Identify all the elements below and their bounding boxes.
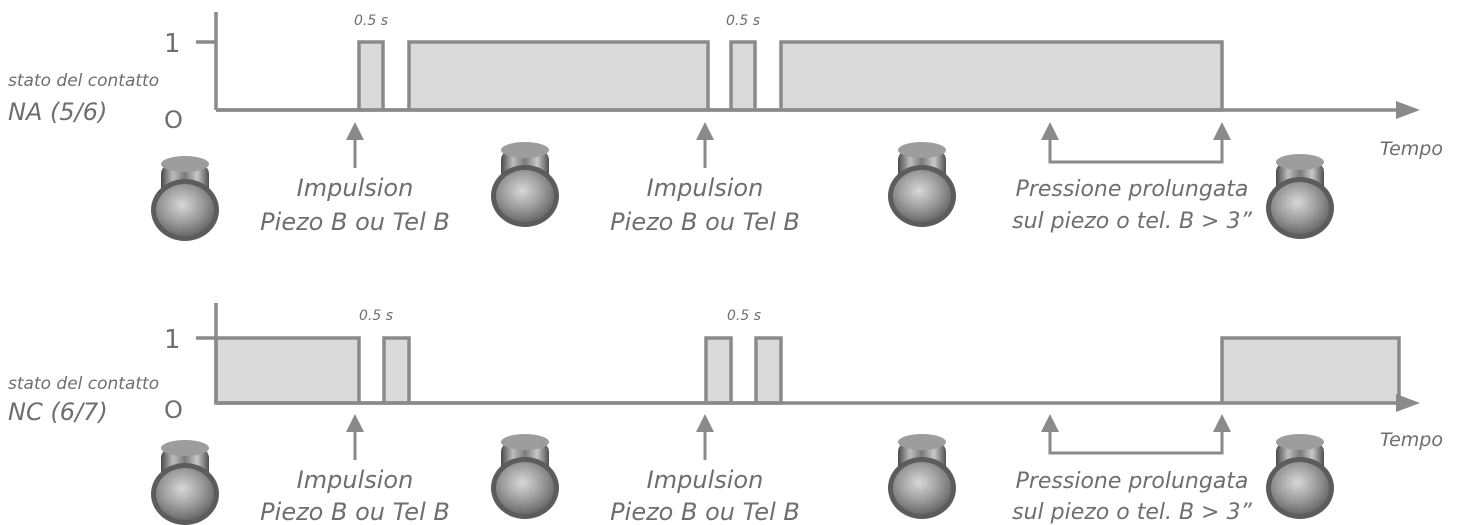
- panel-na: 1 O stato del contatto NA (5/6) Tempo 0.…: [8, 12, 1443, 241]
- piezo-button-icon: [491, 142, 559, 227]
- na-event-2-line2: Piezo B ou Tel B: [610, 208, 800, 236]
- nc-event-arrow-1: [346, 414, 364, 460]
- piezo-button-icon: [151, 156, 219, 241]
- na-event-arrow-1: [346, 122, 364, 168]
- piezo-button-icon: [888, 434, 956, 519]
- na-time-arrow-icon: [1396, 101, 1420, 119]
- na-axis-label-2: NA (5/6): [8, 98, 107, 126]
- na-waveform: [216, 40, 1224, 112]
- nc-axis-label-1: stato del contatto: [8, 374, 159, 394]
- nc-event-3-line2: sul piezo o tel. B > 3”: [1012, 500, 1252, 525]
- na-level-one: 1: [164, 29, 181, 59]
- piezo-button-icon: [151, 440, 219, 525]
- nc-duration-2: 0.5 s: [727, 308, 761, 324]
- piezo-button-icon: [888, 142, 956, 227]
- nc-waveform-final: [1220, 336, 1401, 403]
- nc-event-1-line2: Piezo B ou Tel B: [260, 498, 450, 525]
- nc-event-2-line1: Impulsion: [647, 466, 764, 494]
- nc-long-press-bracket: [1041, 414, 1231, 455]
- na-event-3-line1: Pressione prolungata: [1016, 177, 1249, 202]
- piezo-button-icon: [491, 434, 559, 519]
- piezo-button-icon: [1266, 154, 1334, 239]
- na-level-zero: O: [164, 106, 183, 134]
- nc-waveform: [214, 336, 783, 405]
- na-event-arrow-2: [696, 122, 714, 168]
- na-duration-2: 0.5 s: [726, 13, 760, 29]
- nc-level-one: 1: [164, 325, 181, 355]
- na-time-label: Tempo: [1380, 138, 1443, 160]
- nc-duration-1: 0.5 s: [359, 308, 393, 324]
- panel-nc: 1 O stato del contatto NC (6/7) Tempo 0.…: [8, 303, 1443, 525]
- na-event-1-line2: Piezo B ou Tel B: [260, 208, 450, 236]
- nc-level-zero: O: [164, 396, 183, 424]
- na-event-1-line1: Impulsion: [297, 174, 414, 202]
- piezo-button-icon: [1266, 434, 1334, 519]
- na-duration-1: 0.5 s: [354, 13, 388, 29]
- na-event-3-line2: sul piezo o tel. B > 3”: [1012, 209, 1252, 234]
- na-event-2-line1: Impulsion: [647, 174, 764, 202]
- na-long-press-bracket: [1041, 122, 1231, 164]
- nc-time-arrow-icon: [1396, 394, 1420, 412]
- nc-event-2-line2: Piezo B ou Tel B: [610, 498, 800, 525]
- nc-event-arrow-2: [696, 414, 714, 460]
- nc-event-3-line1: Pressione prolungata: [1016, 469, 1249, 494]
- nc-event-1-line1: Impulsion: [297, 466, 414, 494]
- nc-axis-label-2: NC (6/7): [8, 398, 108, 426]
- na-axis-label-1: stato del contatto: [8, 71, 159, 91]
- nc-time-label: Tempo: [1380, 429, 1443, 451]
